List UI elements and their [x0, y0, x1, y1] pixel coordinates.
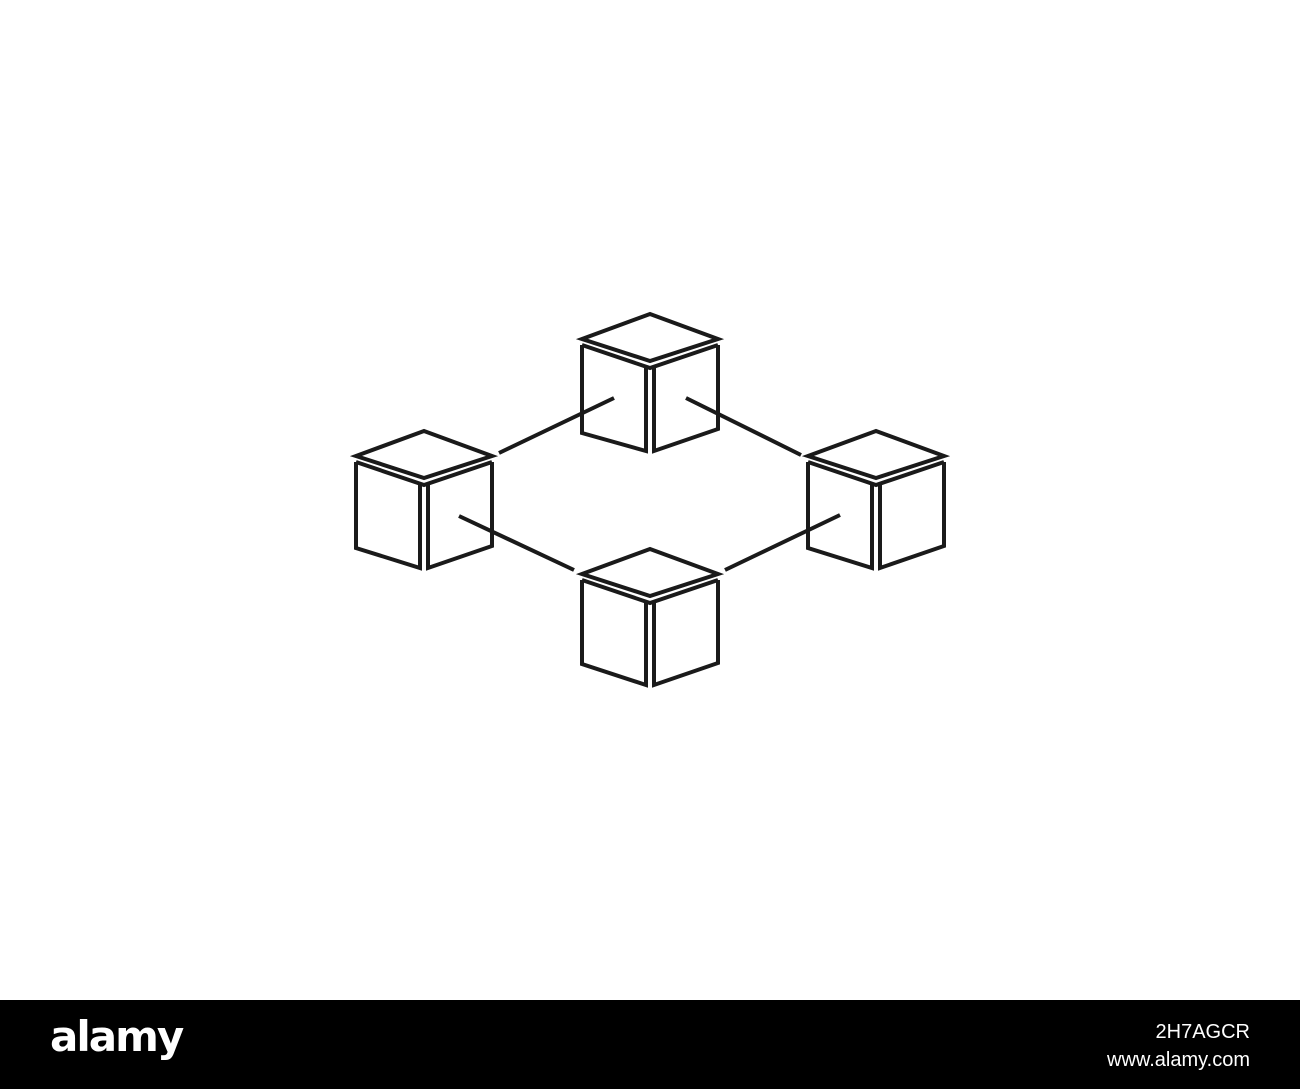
cube-left — [349, 428, 499, 571]
cube-right — [801, 428, 951, 571]
blockchain-network-icon — [349, 311, 951, 688]
link-left-bottom — [458, 514, 575, 572]
link-bottom-right — [724, 513, 841, 572]
site-url: www.alamy.com — [1107, 1049, 1250, 1071]
link-top-right — [685, 396, 802, 457]
cube-top — [575, 311, 725, 454]
alamy-logo-text: alamy — [50, 1012, 184, 1061]
watermark-footer: alamy 2H7AGCR www.alamy.com — [0, 1000, 1300, 1089]
alamy-logo: alamy — [50, 1012, 184, 1072]
link-left-top — [498, 396, 615, 455]
cube-bottom — [575, 546, 725, 688]
image-id: 2H7AGCR — [1155, 1021, 1250, 1043]
